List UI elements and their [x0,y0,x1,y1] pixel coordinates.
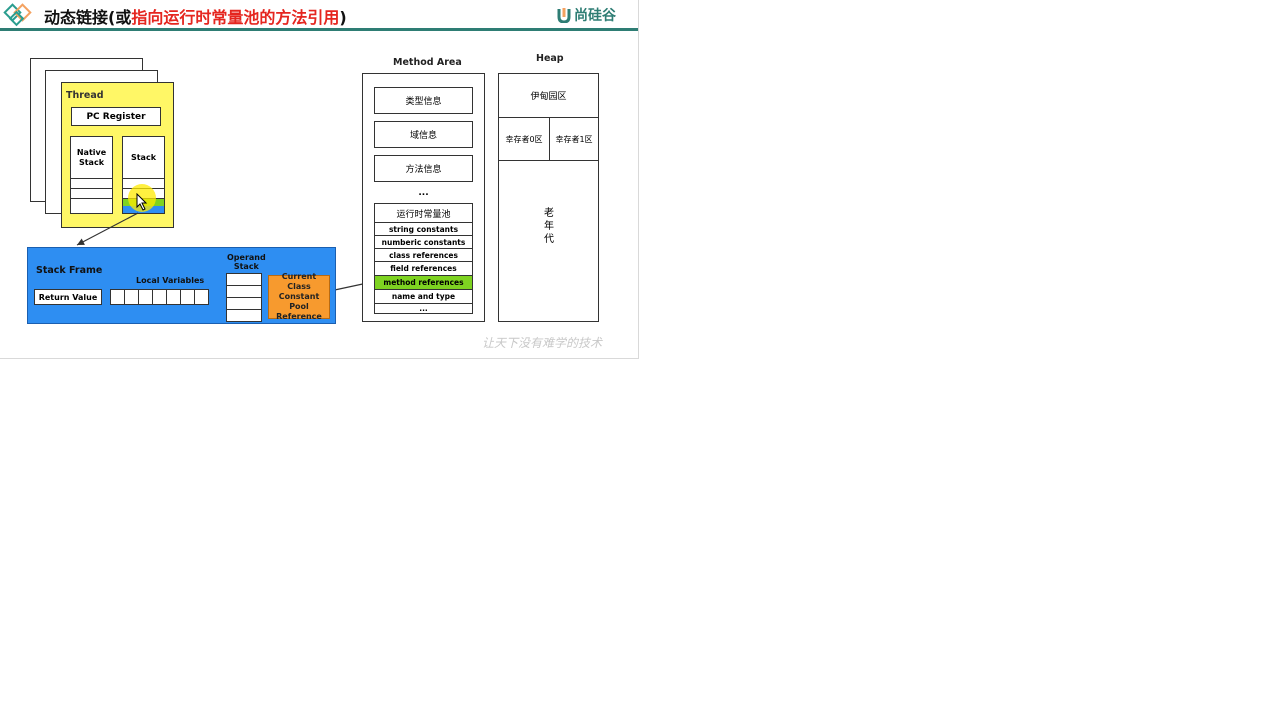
watermark: 让天下没有难学的技术 [482,336,603,350]
slide: 动态链接(或指向运行时常量池的方法引用) 尚硅谷 Thread PC Regis… [0,0,639,359]
local-variable-slot [194,289,209,305]
local-variable-slot [110,289,125,305]
local-variable-slot [152,289,167,305]
pool-item: field references [374,261,473,276]
operand-stack-slot [226,309,262,322]
constant-pool-reference: Current Class Constant Pool Reference [268,272,330,321]
pc-register: PC Register [71,107,161,126]
thread-title: Thread [66,90,104,101]
survivor-1: 幸存者1区 [550,118,598,161]
method-area: 类型信息 域信息 方法信息 ... 运行时常量池 string constant… [362,73,485,322]
pool-item: numberic constants [374,235,473,249]
stack-frame-title: Stack Frame [36,265,103,276]
method-area-item: 方法信息 [374,155,473,182]
method-area-ellipsis: ... [418,188,429,198]
method-area-item: 类型信息 [374,87,473,114]
brand-logo-icon [557,8,571,23]
header-rule [0,28,638,31]
java-stack: Stack [122,136,165,179]
runtime-constant-pool-title: 运行时常量池 [374,203,473,223]
operand-stack-label: Operand Stack [227,253,266,271]
move-cursor-icon [136,193,148,211]
pool-item-highlighted: method references [374,275,473,290]
local-variables-label: Local Variables [136,276,205,285]
local-variable-slot [180,289,195,305]
pool-item: class references [374,248,473,262]
native-stack-slot [70,198,113,214]
thread-box: Thread PC Register Native Stack Stack [61,82,174,228]
logo-diamond-icon [3,3,32,27]
title-suffix: ) [339,8,347,27]
heap-title: Heap [536,53,564,64]
local-variable-slot [138,289,153,305]
native-stack: Native Stack [70,136,113,179]
method-area-item: 域信息 [374,121,473,148]
title-highlight: 指向运行时常量池的方法引用 [131,8,340,27]
old-generation: 老 年 代 [544,208,554,245]
slide-header: 动态链接(或指向运行时常量池的方法引用) 尚硅谷 [0,0,638,31]
pool-item-ellipsis: ... [374,303,473,314]
return-value: Return Value [34,289,102,305]
method-area-title: Method Area [393,57,462,68]
eden-space: 伊甸园区 [499,74,598,118]
local-variable-slot [124,289,139,305]
brand-name: 尚硅谷 [574,8,616,24]
local-variable-slot [166,289,181,305]
pool-item: string constants [374,222,473,236]
heap: 伊甸园区 幸存者0区 幸存者1区 老 年 代 [498,73,599,322]
page-title: 动态链接(或指向运行时常量池的方法引用) [44,4,347,28]
survivor-0: 幸存者0区 [499,118,550,161]
pool-item: name and type [374,289,473,304]
title-prefix: 动态链接(或 [44,8,132,27]
stack-frame: Stack Frame Local Variables Operand Stac… [27,247,336,324]
